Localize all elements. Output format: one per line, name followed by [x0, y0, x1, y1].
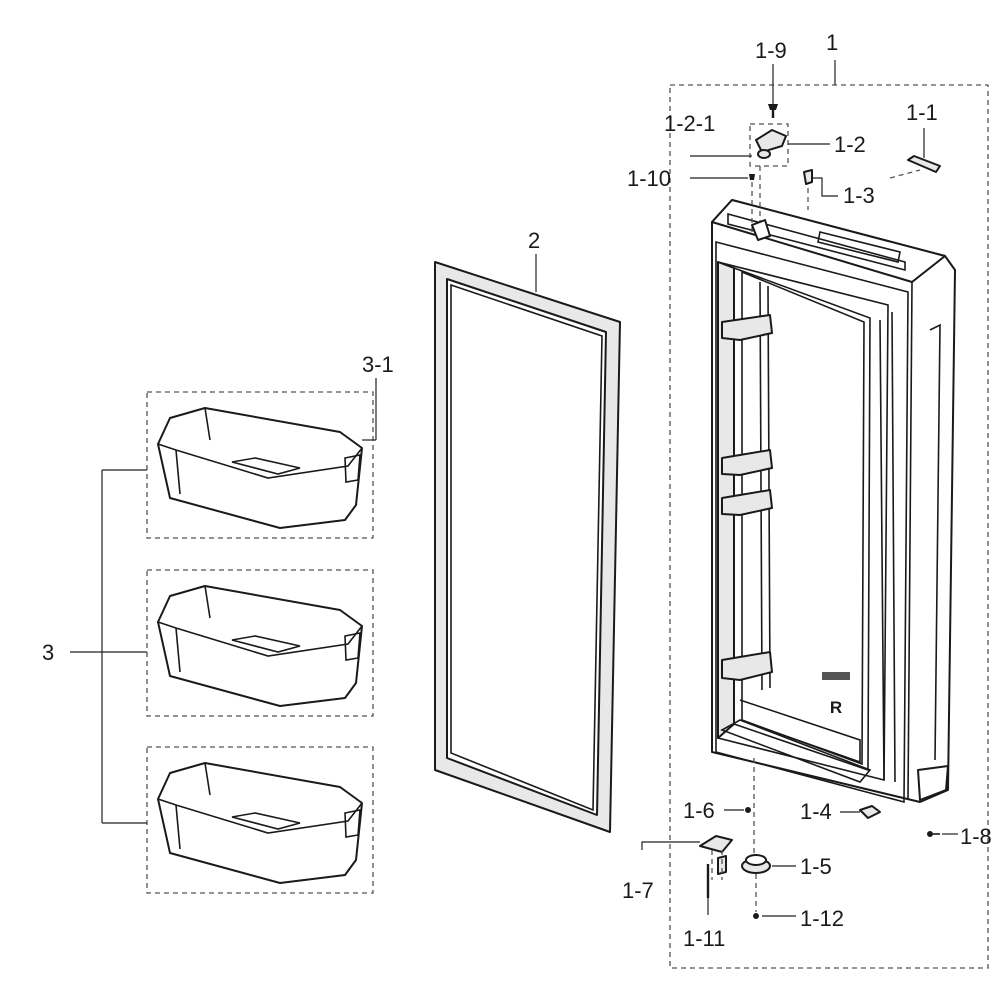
label-1-8: 1-8 [960, 824, 992, 849]
label-1-1: 1-1 [906, 100, 938, 125]
stopper-1-4-icon [859, 805, 881, 819]
guard-box-top [146, 391, 374, 539]
screw-1-9-icon [768, 104, 778, 118]
label-gasket: 2 [528, 228, 541, 253]
top-hinge-icon [755, 129, 787, 159]
hinge-bracket-1-7-icon [699, 835, 733, 875]
guard-bracket [70, 469, 147, 824]
screw-1-11-icon [706, 850, 723, 898]
cap-1-1-icon [907, 155, 941, 173]
bottom-hinge-icon [741, 854, 771, 874]
label-1-12: 1-12 [800, 906, 845, 931]
screw-1-12-icon [753, 913, 759, 919]
shelf-supports [721, 314, 773, 681]
guard-box-middle [146, 569, 374, 717]
label-1-9: 1-9 [755, 38, 787, 63]
label-1-2-1: 1-2-1 [664, 111, 716, 136]
screw-1-6-icon [745, 807, 751, 813]
door-gasket [434, 254, 621, 833]
label-1-6: 1-6 [683, 798, 715, 823]
door-guard-middle [157, 585, 363, 707]
door-body [711, 199, 956, 804]
label-door-assembly: 1 [826, 30, 839, 55]
guard-box-bottom [146, 746, 374, 894]
label-1-2: 1-2 [834, 132, 866, 157]
door-side-marking: R [830, 698, 842, 717]
screw-1-8-icon [927, 831, 940, 837]
label-1-3: 1-3 [843, 183, 875, 208]
hinge-cover-icon [803, 169, 813, 185]
label-guard-part: 3-1 [362, 352, 394, 377]
label-guard-set: 3 [42, 640, 55, 665]
label-1-7: 1-7 [622, 878, 654, 903]
label-1-4: 1-4 [800, 799, 832, 824]
label-1-5: 1-5 [800, 854, 832, 879]
door-guard-bottom [157, 762, 363, 884]
label-1-11: 1-11 [683, 926, 726, 951]
screw-1-10-icon [749, 174, 755, 180]
door-assembly-box [669, 84, 989, 969]
door-guard-top [157, 378, 377, 529]
label-1-10: 1-10 [627, 166, 672, 191]
